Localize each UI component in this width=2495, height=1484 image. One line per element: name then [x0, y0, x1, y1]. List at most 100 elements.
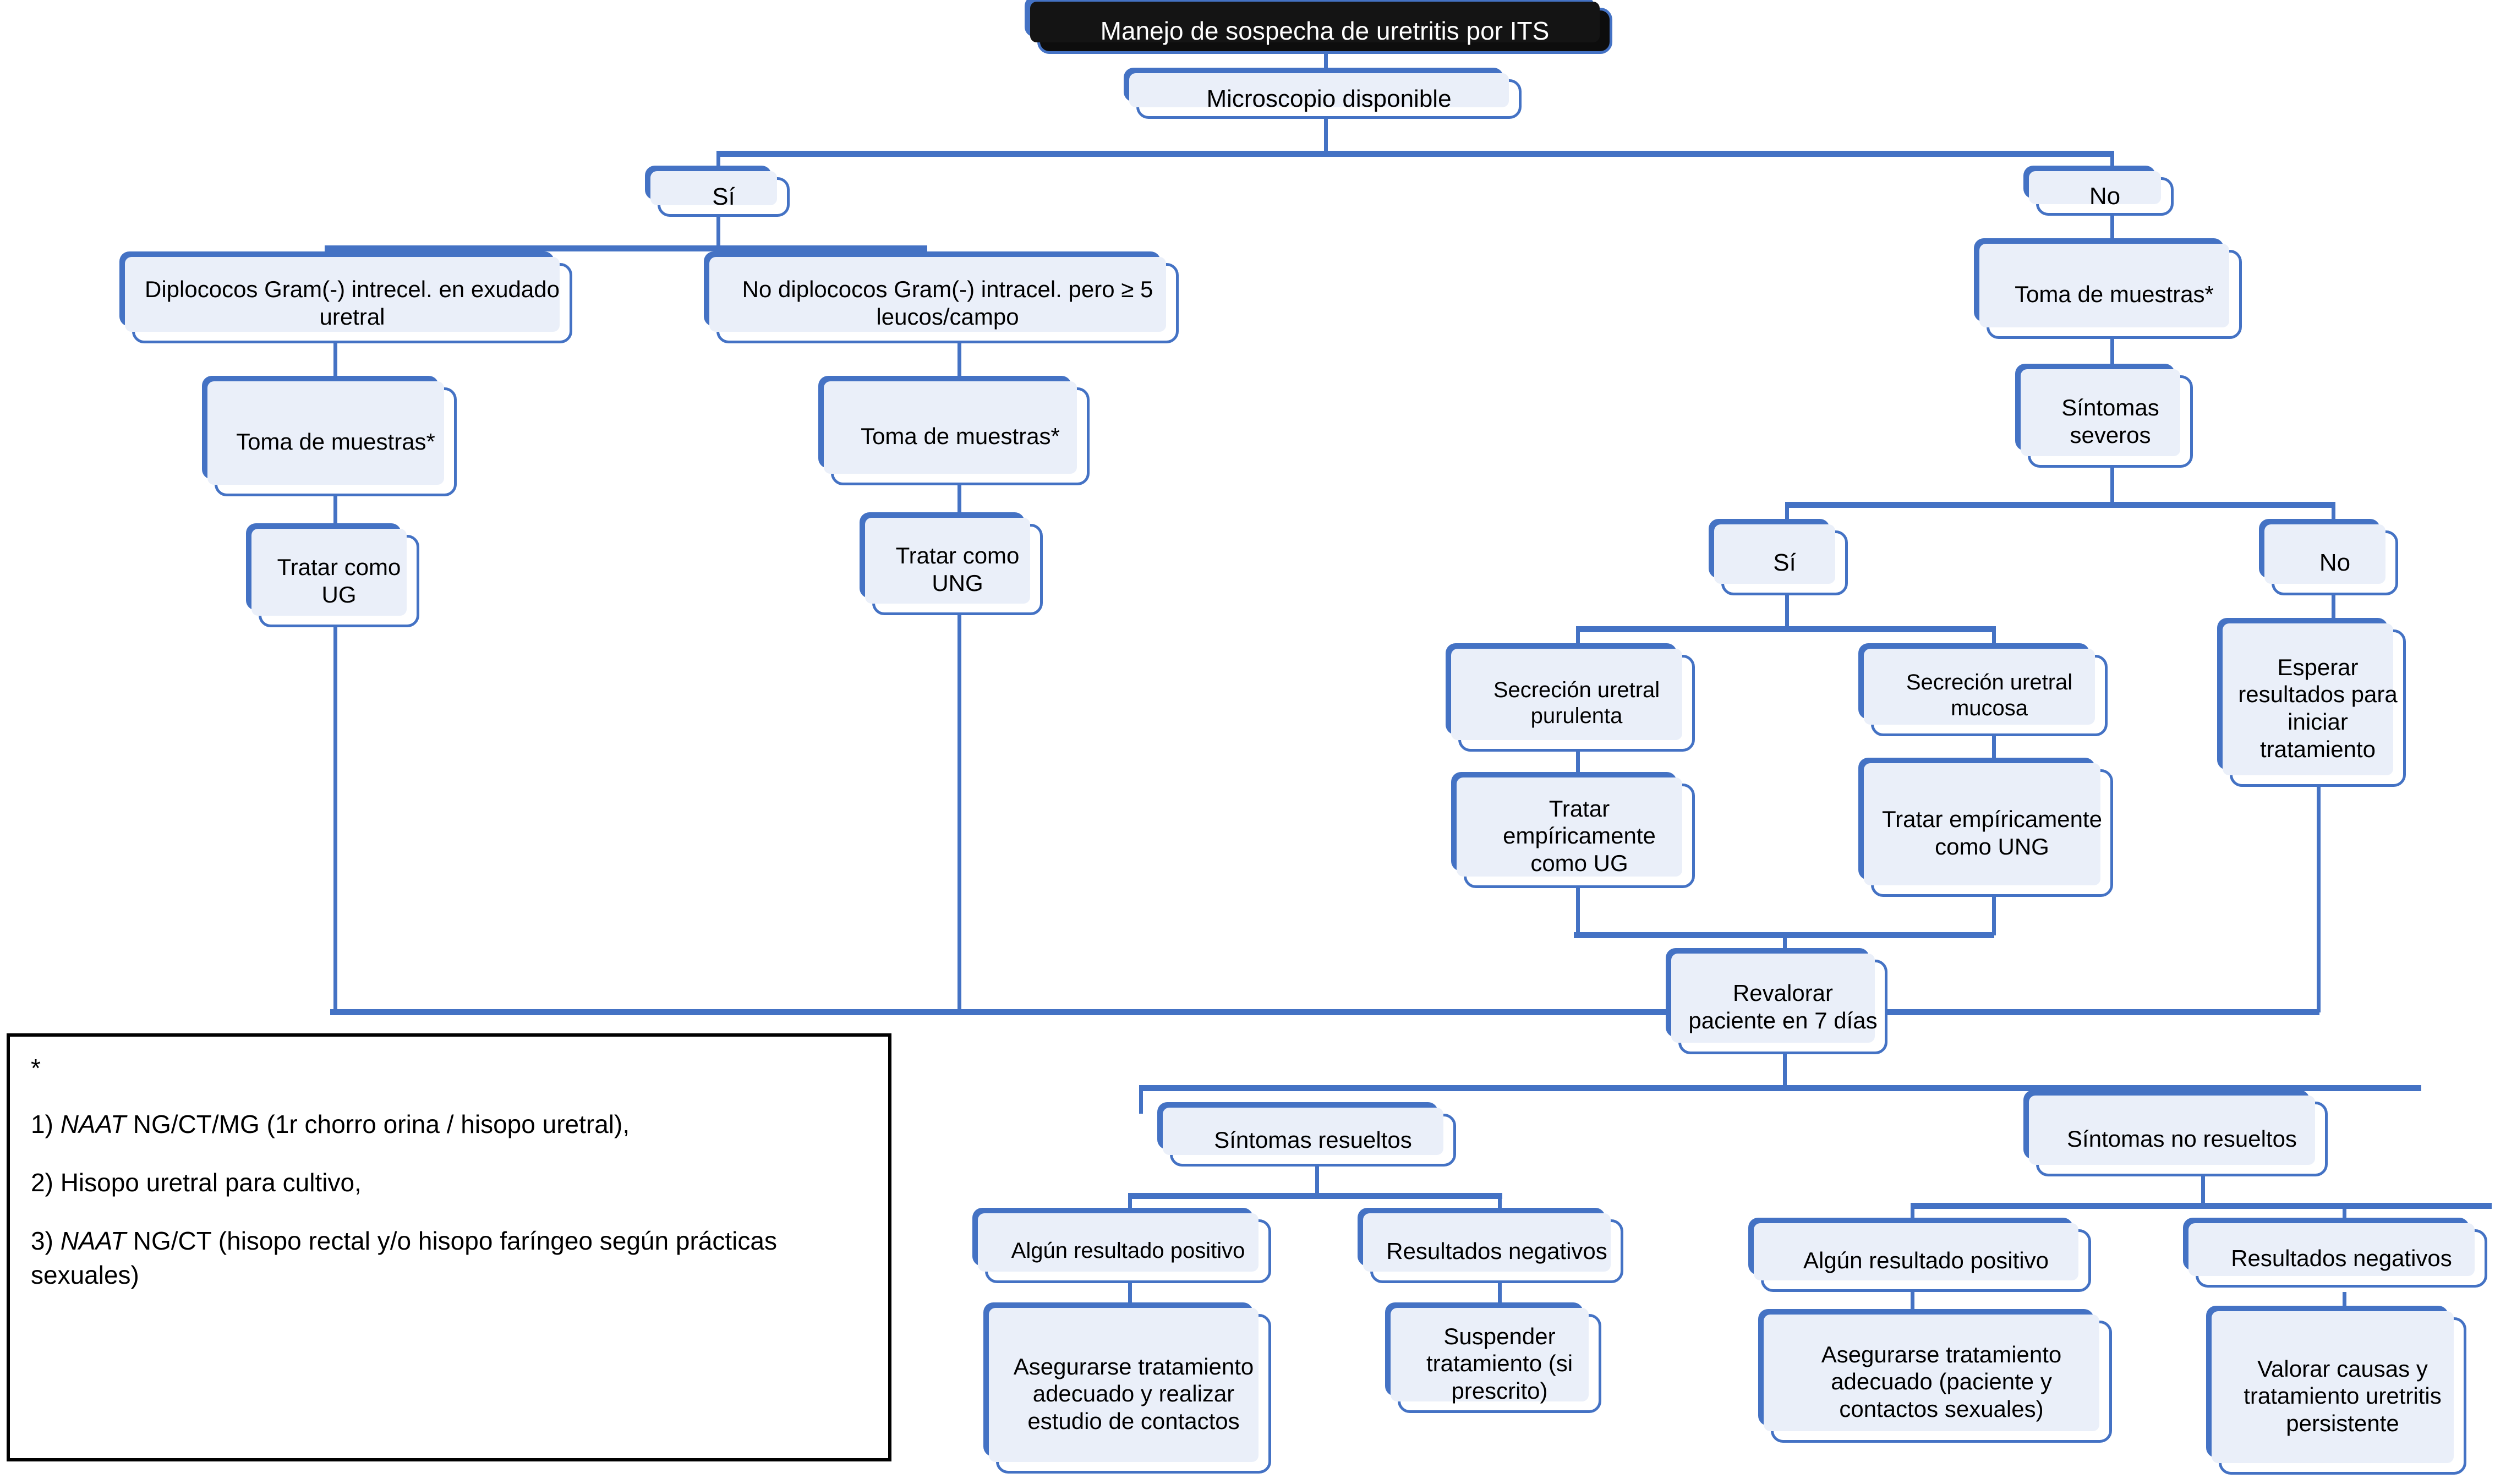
- node-asegurarse-estudio-contactos[interactable]: Asegurarse tratamiento adecuado y realiz…: [983, 1302, 1271, 1474]
- node-secrecion-purulenta[interactable]: Secreción uretral purulenta: [1446, 643, 1695, 752]
- connector-tratarung-down: [957, 615, 961, 1012]
- connector-merge-to-revalorar: [1783, 932, 1787, 960]
- legend-item-1: 1) NAAT NG/CT/MG (1r chorro orina / hiso…: [31, 1107, 867, 1141]
- connector-diplococos-to-toma: [333, 343, 337, 387]
- node-tratar-empiricamente-ug-label: Tratar empíricamente como UG: [1503, 795, 1656, 876]
- node-revalorar-paciente[interactable]: Revalorar paciente en 7 días: [1666, 948, 1887, 1054]
- node-esperar-resultados[interactable]: Esperar resultados para iniciar tratamie…: [2217, 618, 2406, 787]
- connector-nrpositivo-to-asegurarse: [1911, 1292, 1914, 1321]
- node-severos-si[interactable]: Sí: [1709, 519, 1848, 595]
- connector-resueltos-split: [1128, 1193, 1502, 1199]
- legend-item-3: 3) NAAT NG/CT (hisopo rectal y/o hisopo …: [31, 1224, 867, 1292]
- node-asegurarse-estudio-contactos-label: Asegurarse tratamiento adecuado y realiz…: [1013, 1353, 1254, 1434]
- node-resueltos-algun-positivo[interactable]: Algún resultado positivo: [972, 1208, 1271, 1283]
- connector-tratarung-emp-down: [1992, 897, 1996, 935]
- node-tratar-como-ug-label: Tratar como UG: [277, 554, 401, 607]
- node-resueltos-negativos[interactable]: Resultados negativos: [1358, 1208, 1623, 1283]
- node-toma-muestras-izquierda[interactable]: Toma de muestras*: [202, 376, 457, 496]
- node-valorar-causas-persistente-label: Valorar causas y tratamiento uretritis p…: [2244, 1355, 2442, 1436]
- node-microscopio-si-label: Sí: [712, 183, 735, 211]
- node-sintomas-no-resueltos[interactable]: Síntomas no resueltos: [2023, 1090, 2328, 1176]
- connector-noresueltos-stem: [2201, 1176, 2205, 1206]
- connector-toma-to-severos: [2110, 339, 2114, 375]
- connector-si-split: [325, 245, 927, 251]
- connector-to-mucosa: [1992, 626, 1996, 655]
- legend-asterisk: *: [31, 1054, 41, 1082]
- node-suspender-tratamiento-label: Suspender tratamiento (si prescrito): [1426, 1323, 1573, 1404]
- node-toma-muestras-centro[interactable]: Toma de muestras*: [818, 376, 1090, 485]
- node-diplococos-positivos[interactable]: Diplococos Gram(-) intrecel. en exudado …: [119, 251, 572, 343]
- connector-microscopio-stem: [1324, 118, 1328, 154]
- node-valorar-causas-persistente[interactable]: Valorar causas y tratamiento uretritis p…: [2206, 1306, 2466, 1475]
- connector-to-resueltos: [1139, 1085, 1143, 1114]
- node-root[interactable]: Manejo de sospecha de uretritis por ITS: [1025, 0, 1612, 54]
- connector-severossi-stem: [1785, 595, 1789, 629]
- connector-no-to-toma: [2110, 216, 2114, 250]
- node-resueltos-negativos-label: Resultados negativos: [1386, 1238, 1607, 1264]
- connector-severos-split: [1785, 502, 2335, 508]
- node-microscopio-no-label: No: [2089, 183, 2121, 210]
- connector-esperar-down: [2317, 787, 2321, 1012]
- connector-microscopio-split: [716, 151, 2114, 157]
- node-toma-muestras-centro-label: Toma de muestras*: [861, 423, 1060, 450]
- node-tratar-como-ung-label: Tratar como UNG: [895, 543, 1020, 596]
- connector-noresueltos-split: [1911, 1203, 2492, 1209]
- node-revalorar-paciente-label: Revalorar paciente en 7 días: [1688, 980, 1878, 1033]
- node-microscopio-no[interactable]: No: [2023, 166, 2174, 216]
- node-toma-muestras-derecha-label: Toma de muestras*: [2015, 281, 2214, 308]
- node-sintomas-resueltos-label: Síntomas resueltos: [1214, 1127, 1412, 1153]
- node-resueltos-algun-positivo-label: Algún resultado positivo: [1011, 1239, 1245, 1263]
- node-sintomas-resueltos[interactable]: Síntomas resueltos: [1157, 1102, 1456, 1167]
- node-severos-no-label: No: [2319, 549, 2351, 577]
- node-tratar-como-ung[interactable]: Tratar como UNG: [860, 512, 1043, 615]
- connector-si-stem: [716, 217, 720, 248]
- node-toma-muestras-derecha[interactable]: Toma de muestras*: [1974, 238, 2242, 339]
- connector-resueltos-left: [1128, 1193, 1132, 1219]
- node-noresueltos-negativos[interactable]: Resultados negativos: [2183, 1218, 2487, 1288]
- connector-severos-stem: [2110, 468, 2114, 505]
- node-diplococos-negativos-label: No diplococos Gram(-) intracel. pero ≥ 5…: [742, 276, 1153, 330]
- connector-noresueltos-right: [2343, 1203, 2346, 1229]
- node-asegurarse-contactos-sexuales[interactable]: Asegurarse tratamiento adecuado (pacient…: [1758, 1309, 2112, 1443]
- connector-mucosa-to-tratar: [1992, 736, 1996, 769]
- connector-resueltos-right: [1498, 1193, 1502, 1219]
- connector-toma-to-tratarug: [333, 496, 337, 535]
- node-tratar-empiricamente-ung[interactable]: Tratar empíricamente como UNG: [1858, 758, 2113, 897]
- node-suspender-tratamiento[interactable]: Suspender tratamiento (si prescrito): [1385, 1302, 1601, 1413]
- legend-item-1-rest: NG/CT/MG (1r chorro orina / hisopo uretr…: [125, 1110, 630, 1138]
- legend-item-1-italic: NAAT: [60, 1110, 126, 1138]
- connector-resueltos-stem: [1315, 1167, 1319, 1197]
- legend-item-2-rest: Hisopo uretral para cultivo,: [60, 1168, 362, 1197]
- node-noresueltos-algun-positivo-label: Algún resultado positivo: [1803, 1247, 2049, 1274]
- connector-severosno-to-esperar: [2332, 595, 2335, 629]
- connector-bottom-bus: [330, 1009, 2319, 1015]
- node-noresueltos-algun-positivo[interactable]: Algún resultado positivo: [1748, 1218, 2091, 1292]
- node-tratar-empiricamente-ug[interactable]: Tratar empíricamente como UG: [1451, 772, 1695, 888]
- node-severos-si-label: Sí: [1773, 549, 1796, 577]
- legend-item-3-num: 3): [31, 1226, 53, 1256]
- node-severos-no[interactable]: No: [2259, 519, 2398, 595]
- node-noresueltos-negativos-label: Resultados negativos: [2231, 1245, 2452, 1272]
- node-diplococos-negativos[interactable]: No diplococos Gram(-) intracel. pero ≥ 5…: [704, 251, 1179, 343]
- connector-tratarug-down: [333, 627, 337, 1012]
- node-tratar-empiricamente-ung-label: Tratar empíricamente como UNG: [1882, 806, 2102, 859]
- node-microscopio-si[interactable]: Sí: [645, 166, 790, 217]
- legend-item-2-num: 2): [31, 1168, 53, 1197]
- node-sintomas-severos-label: Síntomas severos: [2061, 395, 2159, 448]
- legend-item-2: 2) Hisopo uretral para cultivo,: [31, 1165, 867, 1200]
- connector-noresueltos-left: [1911, 1203, 1914, 1229]
- node-secrecion-mucosa[interactable]: Secreción uretral mucosa: [1858, 643, 2108, 736]
- node-secrecion-purulenta-label: Secreción uretral purulenta: [1493, 677, 1660, 728]
- connector-tratarug-emp-down: [1576, 888, 1580, 935]
- node-tratar-como-ug[interactable]: Tratar como UG: [246, 523, 419, 627]
- connector-severos-si: [1785, 502, 1789, 530]
- connector-revalorar-split: [1139, 1085, 2421, 1091]
- connector-to-purulenta: [1576, 626, 1580, 655]
- node-microscopio-disponible[interactable]: Microscopio disponible: [1124, 68, 1522, 119]
- node-sintomas-severos[interactable]: Síntomas severos: [2015, 364, 2193, 468]
- connector-revalorar-stem: [1783, 1054, 1787, 1088]
- node-microscopio-label: Microscopio disponible: [1206, 85, 1452, 113]
- connector-purulenta-to-tratar: [1576, 752, 1580, 784]
- legend-item-3-italic: NAAT: [60, 1226, 126, 1256]
